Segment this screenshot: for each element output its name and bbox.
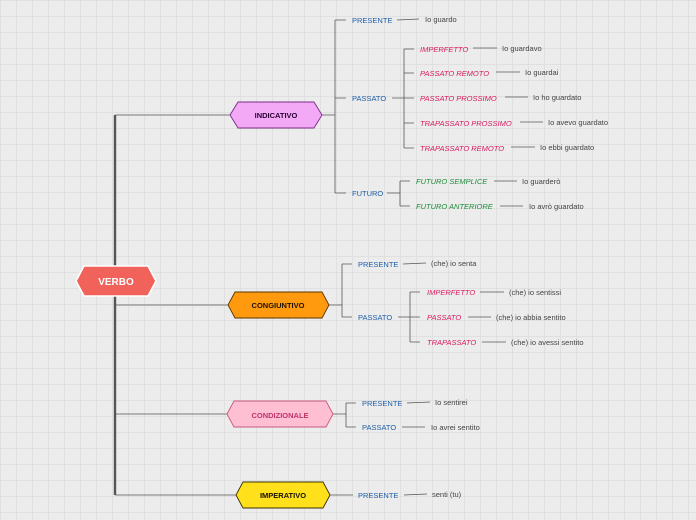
- example-text: Io guardai: [525, 68, 559, 77]
- mood-shape-imperativo: [235, 481, 331, 509]
- link-indicativo-futuro-ex: [494, 180, 523, 207]
- example-text: Io avrei sentito: [431, 423, 480, 432]
- example-text: (che) io abbia sentito: [496, 313, 566, 322]
- mood-label-indicativo: INDICATIVO: [255, 111, 298, 120]
- root-shape: [75, 265, 157, 297]
- tense-label[interactable]: PRESENTE: [358, 260, 398, 269]
- mood-node-congiuntivo[interactable]: CONGIUNTIVO: [227, 291, 330, 319]
- mood-label-imperativo: IMPERATIVO: [260, 491, 306, 500]
- mood-shape-condizionale: [226, 400, 334, 428]
- link-indicativo-presente-ex: [396, 18, 420, 21]
- example-text: (che) io avessi sentito: [511, 338, 584, 347]
- tense-label[interactable]: PASSATO: [362, 423, 396, 432]
- example-text: Io guarderò: [522, 177, 560, 186]
- link-congiuntivo-tenses: [329, 263, 352, 318]
- mood-shape-congiuntivo: [227, 291, 330, 319]
- link-indicativo-passato-forms: [392, 48, 414, 149]
- link-congiuntivo-passato-ex: [468, 291, 506, 343]
- form-label[interactable]: PASSATO REMOTO: [420, 69, 489, 78]
- link-indicativo-tenses: [322, 19, 346, 194]
- link-indicativo-futuro-forms: [387, 180, 410, 207]
- mood-node-indicativo[interactable]: INDICATIVO: [229, 101, 323, 129]
- mood-label-congiuntivo: CONGIUNTIVO: [252, 301, 305, 310]
- mood-label-condizionale: CONDIZIONALE: [251, 411, 308, 420]
- tense-label[interactable]: PRESENTE: [358, 491, 398, 500]
- mood-shape-indicativo: [229, 101, 323, 129]
- example-text: Io avrò guardato: [529, 202, 584, 211]
- example-text: Io ebbi guardato: [540, 143, 594, 152]
- mood-node-imperativo[interactable]: IMPERATIVO: [235, 481, 331, 509]
- link-condizionale-tenses: [333, 402, 356, 428]
- link-congiuntivo-presente-ex: [402, 262, 427, 265]
- example-text: Io guardavo: [502, 44, 542, 53]
- form-label[interactable]: FUTURO SEMPLICE: [416, 177, 488, 186]
- mood-node-condizionale[interactable]: CONDIZIONALE: [226, 400, 334, 428]
- connector-lines: [113, 18, 543, 496]
- example-text: Io guardo: [425, 15, 457, 24]
- example-text: Io ho guardato: [533, 93, 581, 102]
- link-condizionale-ex: [402, 401, 431, 428]
- form-label[interactable]: IMPERFETTO: [420, 45, 468, 54]
- form-label[interactable]: PASSATO: [427, 313, 461, 322]
- tense-label[interactable]: PRESENTE: [352, 16, 392, 25]
- example-text: Io avevo guardato: [548, 118, 608, 127]
- example-text: Io sentirei: [435, 398, 468, 407]
- form-label[interactable]: IMPERFETTO: [427, 288, 475, 297]
- form-label[interactable]: TRAPASSATO REMOTO: [420, 144, 504, 153]
- link-congiuntivo-passato-forms: [398, 291, 420, 343]
- link-indicativo-passato-ex: [473, 47, 543, 148]
- tense-label[interactable]: PRESENTE: [362, 399, 402, 408]
- root-label: VERBO: [98, 277, 134, 288]
- form-label[interactable]: TRAPASSATO PROSSIMO: [420, 119, 512, 128]
- link-imperativo-ex: [403, 493, 428, 496]
- example-text: senti (tu): [432, 490, 462, 499]
- form-label[interactable]: FUTURO ANTERIORE: [416, 202, 494, 211]
- tense-label[interactable]: FUTURO: [352, 189, 383, 198]
- tense-label[interactable]: PASSATO: [358, 313, 392, 322]
- tense-label[interactable]: PASSATO: [352, 94, 386, 103]
- form-label[interactable]: PASSATO PROSSIMO: [420, 94, 497, 103]
- example-text: (che) io senta: [431, 259, 477, 268]
- form-label[interactable]: TRAPASSATO: [427, 338, 476, 347]
- root-node[interactable]: VERBO: [75, 265, 157, 297]
- example-text: (che) io sentissi: [509, 288, 561, 297]
